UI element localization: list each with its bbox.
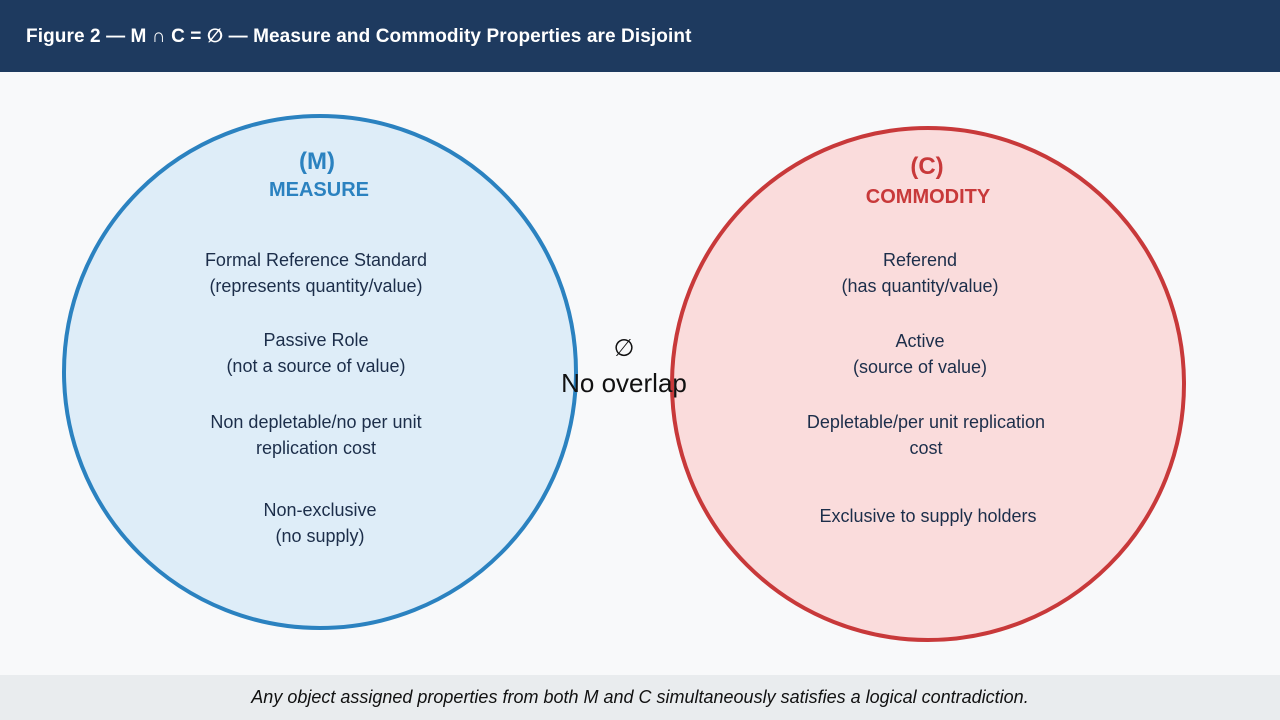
caption-text: Any object assigned properties from both… [251, 687, 1029, 707]
figure-header: Figure 2 — M ∩ C = ∅ — Measure and Commo… [0, 0, 1280, 72]
measure-property-1-line1: Formal Reference Standard [204, 250, 428, 270]
commodity-letter: (C) [910, 153, 944, 180]
commodity-property-3-line2: cost [909, 438, 943, 458]
commodity-property-1-line1: Referend [882, 250, 958, 270]
measure-property-1-line2: (represents quantity/value) [209, 276, 423, 296]
figure-caption: Any object assigned properties from both… [0, 675, 1280, 720]
empty-set-symbol: ∅ [613, 335, 635, 362]
commodity-name: COMMODITY [865, 186, 991, 208]
no-overlap-label: No overlap [561, 368, 687, 398]
measure-property-2-line2: (not a source of value) [226, 356, 406, 376]
measure-name: MEASURE [268, 179, 369, 201]
measure-property-3-line2: replication cost [255, 438, 377, 458]
measure-property-4-line2: (no supply) [275, 526, 365, 546]
figure-title: Figure 2 — M ∩ C = ∅ — Measure and Commo… [26, 25, 692, 47]
measure-property-4-line1: Non-exclusive [263, 500, 377, 520]
commodity-property-3: Depletable/per unit replication cost [766, 409, 1086, 461]
commodity-property-1-line2: (has quantity/value) [841, 276, 999, 296]
measure-property-2-line1: Passive Role [263, 330, 369, 350]
commodity-property-1: Referend (has quantity/value) [770, 247, 1070, 299]
measure-property-4: Non-exclusive (no supply) [170, 497, 470, 549]
measure-property-2: Passive Role (not a source of value) [166, 327, 466, 379]
commodity-property-4-line1: Exclusive to supply holders [819, 506, 1037, 526]
commodity-property-2-line2: (source of value) [852, 357, 988, 377]
measure-property-3-line1: Non depletable/no per unit [210, 412, 422, 432]
measure-letter: (M) [299, 148, 335, 175]
measure-property-1: Formal Reference Standard (represents qu… [166, 247, 466, 299]
commodity-circle [670, 126, 1186, 642]
commodity-property-4: Exclusive to supply holders [768, 503, 1088, 529]
venn-diagram: (M) MEASURE Formal Reference Standard (r… [0, 72, 1280, 675]
commodity-property-2-line1: Active [895, 331, 945, 351]
measure-circle [62, 114, 578, 630]
measure-property-3: Non depletable/no per unit replication c… [166, 409, 466, 461]
commodity-property-2: Active (source of value) [770, 328, 1070, 380]
commodity-property-3-line1: Depletable/per unit replication [806, 412, 1046, 432]
